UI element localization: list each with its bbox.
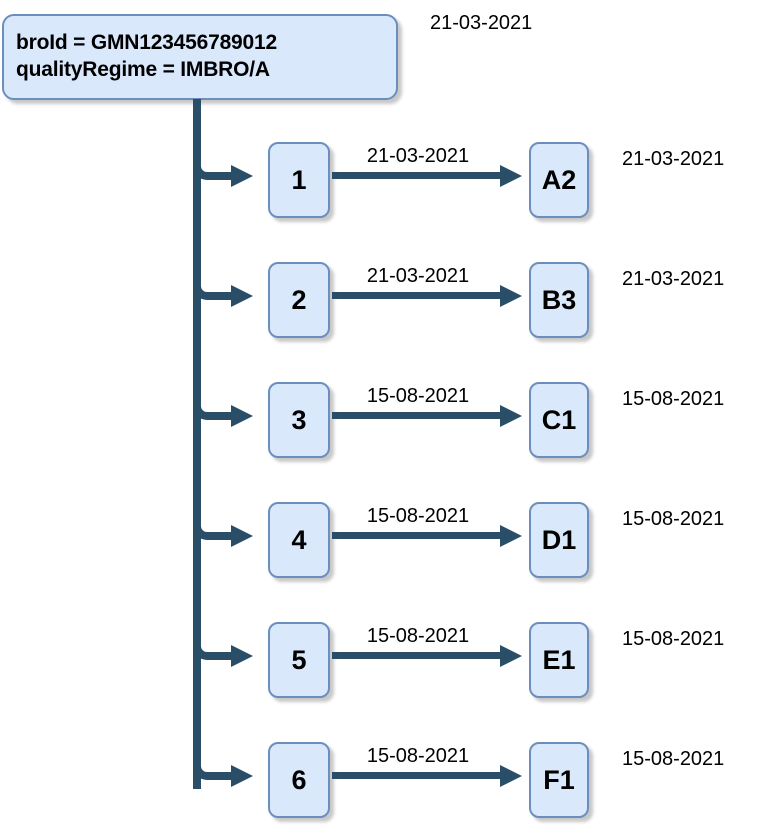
- node-box-6-label: 6: [291, 764, 307, 795]
- target-date-3: 15-08-2021: [622, 388, 725, 410]
- edge-shaft-1: [332, 172, 502, 179]
- trunk-connector: [193, 99, 201, 789]
- elbow-stub-6: [215, 772, 231, 780]
- root-gmn-box[interactable]: broId = GMN123456789012 qualityRegime = …: [2, 14, 398, 100]
- target-box-6[interactable]: F1: [529, 742, 589, 818]
- elbow-connector-4: [193, 506, 223, 540]
- arrowhead-target-3: [500, 405, 522, 427]
- arrowhead-node-3: [231, 405, 253, 427]
- root-qualityregime-line: qualityRegime = IMBRO/A: [16, 58, 270, 81]
- node-box-4-label: 4: [291, 524, 307, 555]
- edge-date-2: 21-03-2021: [366, 265, 470, 287]
- target-box-3[interactable]: C1: [529, 382, 589, 458]
- arrowhead-target-1: [500, 165, 522, 187]
- node-box-5[interactable]: 5: [268, 622, 330, 698]
- elbow-stub-2: [215, 292, 231, 300]
- node-box-1[interactable]: 1: [268, 142, 330, 218]
- edge-date-1: 21-03-2021: [366, 145, 470, 167]
- target-box-1-label: A2: [541, 164, 577, 195]
- node-box-3-label: 3: [291, 404, 307, 435]
- node-box-2[interactable]: 2: [268, 262, 330, 338]
- target-box-1[interactable]: A2: [529, 142, 589, 218]
- edge-date-3: 15-08-2021: [366, 385, 470, 407]
- elbow-stub-3: [215, 412, 231, 420]
- elbow-connector-5: [193, 626, 223, 660]
- arrowhead-node-1: [231, 165, 253, 187]
- elbow-connector-2: [193, 266, 223, 300]
- node-box-1-label: 1: [291, 164, 307, 195]
- node-box-3[interactable]: 3: [268, 382, 330, 458]
- arrowhead-node-2: [231, 285, 253, 307]
- edge-shaft-3: [332, 412, 502, 419]
- target-box-4-label: D1: [541, 524, 577, 555]
- arrowhead-target-5: [500, 645, 522, 667]
- edge-date-6: 15-08-2021: [366, 745, 470, 767]
- target-box-5[interactable]: E1: [529, 622, 589, 698]
- target-date-1: 21-03-2021: [622, 148, 725, 170]
- elbow-connector-1: [193, 146, 223, 180]
- root-broid-line: broId = GMN123456789012: [16, 31, 277, 55]
- target-date-2: 21-03-2021: [622, 268, 725, 290]
- target-box-2-label: B3: [541, 284, 577, 315]
- target-box-5-label: E1: [542, 644, 576, 675]
- root-date-label: 21-03-2021: [430, 12, 533, 34]
- node-box-6[interactable]: 6: [268, 742, 330, 818]
- target-box-3-label: C1: [541, 404, 577, 435]
- elbow-connector-3: [193, 386, 223, 420]
- edge-shaft-6: [332, 772, 502, 779]
- node-box-4[interactable]: 4: [268, 502, 330, 578]
- target-date-4: 15-08-2021: [622, 508, 725, 530]
- edge-shaft-2: [332, 292, 502, 299]
- edge-shaft-4: [332, 532, 502, 539]
- arrowhead-target-4: [500, 525, 522, 547]
- node-box-5-label: 5: [291, 644, 307, 675]
- node-box-2-label: 2: [291, 284, 307, 315]
- target-box-2[interactable]: B3: [529, 262, 589, 338]
- arrowhead-node-6: [231, 765, 253, 787]
- edge-date-4: 15-08-2021: [366, 505, 470, 527]
- elbow-stub-4: [215, 532, 231, 540]
- edge-shaft-5: [332, 652, 502, 659]
- elbow-stub-1: [215, 172, 231, 180]
- arrowhead-target-2: [500, 285, 522, 307]
- edge-date-5: 15-08-2021: [366, 625, 470, 647]
- elbow-stub-5: [215, 652, 231, 660]
- arrowhead-node-4: [231, 525, 253, 547]
- target-date-5: 15-08-2021: [622, 628, 725, 650]
- target-box-4[interactable]: D1: [529, 502, 589, 578]
- target-box-6-label: F1: [543, 764, 575, 795]
- arrowhead-node-5: [231, 645, 253, 667]
- elbow-connector-6: [193, 746, 223, 780]
- arrowhead-target-6: [500, 765, 522, 787]
- target-date-6: 15-08-2021: [622, 748, 725, 770]
